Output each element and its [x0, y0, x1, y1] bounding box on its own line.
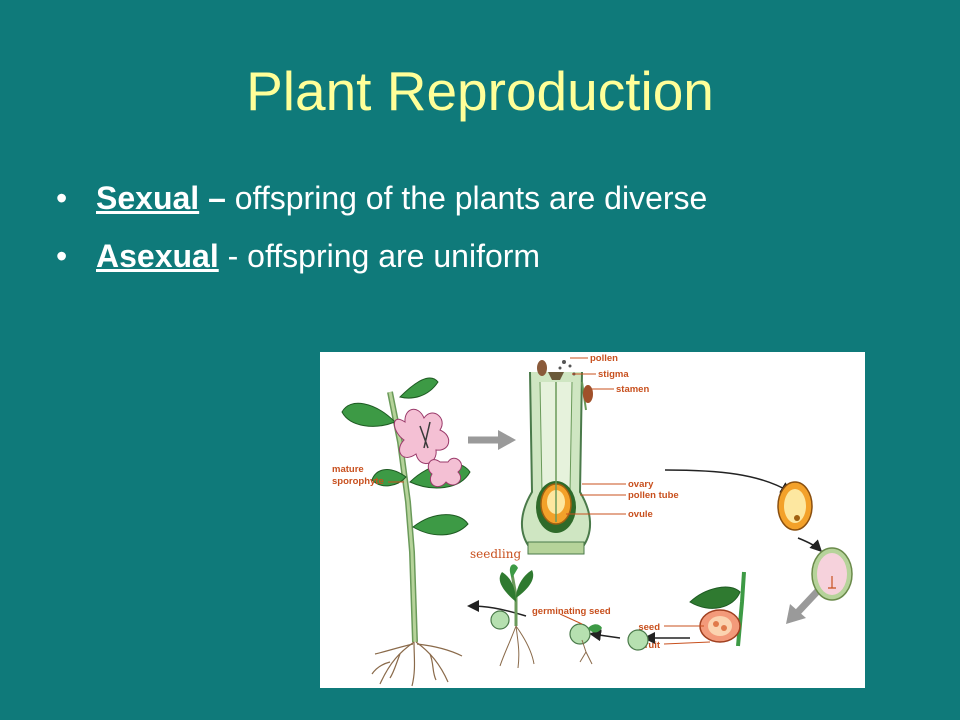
bullet-list: • Sexual – offspring of the plants are d…	[56, 176, 836, 292]
bullet-item-asexual: • Asexual - offspring are uniform	[56, 234, 836, 278]
mature-plant-drawing	[341, 377, 471, 687]
slide-title: Plant Reproduction	[246, 60, 714, 122]
label-germinating-seed: germinating seed	[532, 606, 611, 617]
definition-asexual: offspring are uniform	[247, 238, 541, 274]
label-pollen-tube: pollen tube	[628, 490, 679, 501]
term-sexual: Sexual	[96, 180, 200, 216]
label-pollen: pollen	[590, 353, 618, 364]
label-ovule: ovule	[628, 509, 653, 520]
label-ovary: ovary	[628, 479, 654, 490]
bullet-item-sexual: • Sexual – offspring of the plants are d…	[56, 176, 836, 220]
label-seedling: seedling	[470, 547, 521, 561]
seedling-drawing	[490, 564, 535, 669]
seed-drawing	[627, 629, 649, 651]
label-seed: seed	[638, 622, 660, 633]
label-mature: mature	[332, 464, 364, 475]
bullet-dot: •	[56, 180, 68, 216]
germinating-seed-drawing	[569, 623, 602, 665]
bullet-dot: •	[56, 238, 68, 274]
term-asexual: Asexual	[96, 238, 219, 274]
flower-cross-section-drawing	[521, 360, 593, 555]
definition-sexual: offspring of the plants are diverse	[234, 180, 708, 216]
plant-life-cycle-diagram: pollen stigma stamen ovary pollen tube o…	[320, 352, 865, 688]
fruit-drawing	[689, 571, 746, 647]
label-fruit: fruit	[642, 640, 661, 651]
label-stigma: stigma	[598, 369, 629, 380]
label-stamen: stamen	[616, 384, 649, 395]
separator: –	[199, 180, 235, 216]
separator: -	[218, 238, 248, 274]
ovule-stage-drawing	[777, 481, 853, 601]
label-sporophyte: sporophyte	[332, 476, 384, 487]
